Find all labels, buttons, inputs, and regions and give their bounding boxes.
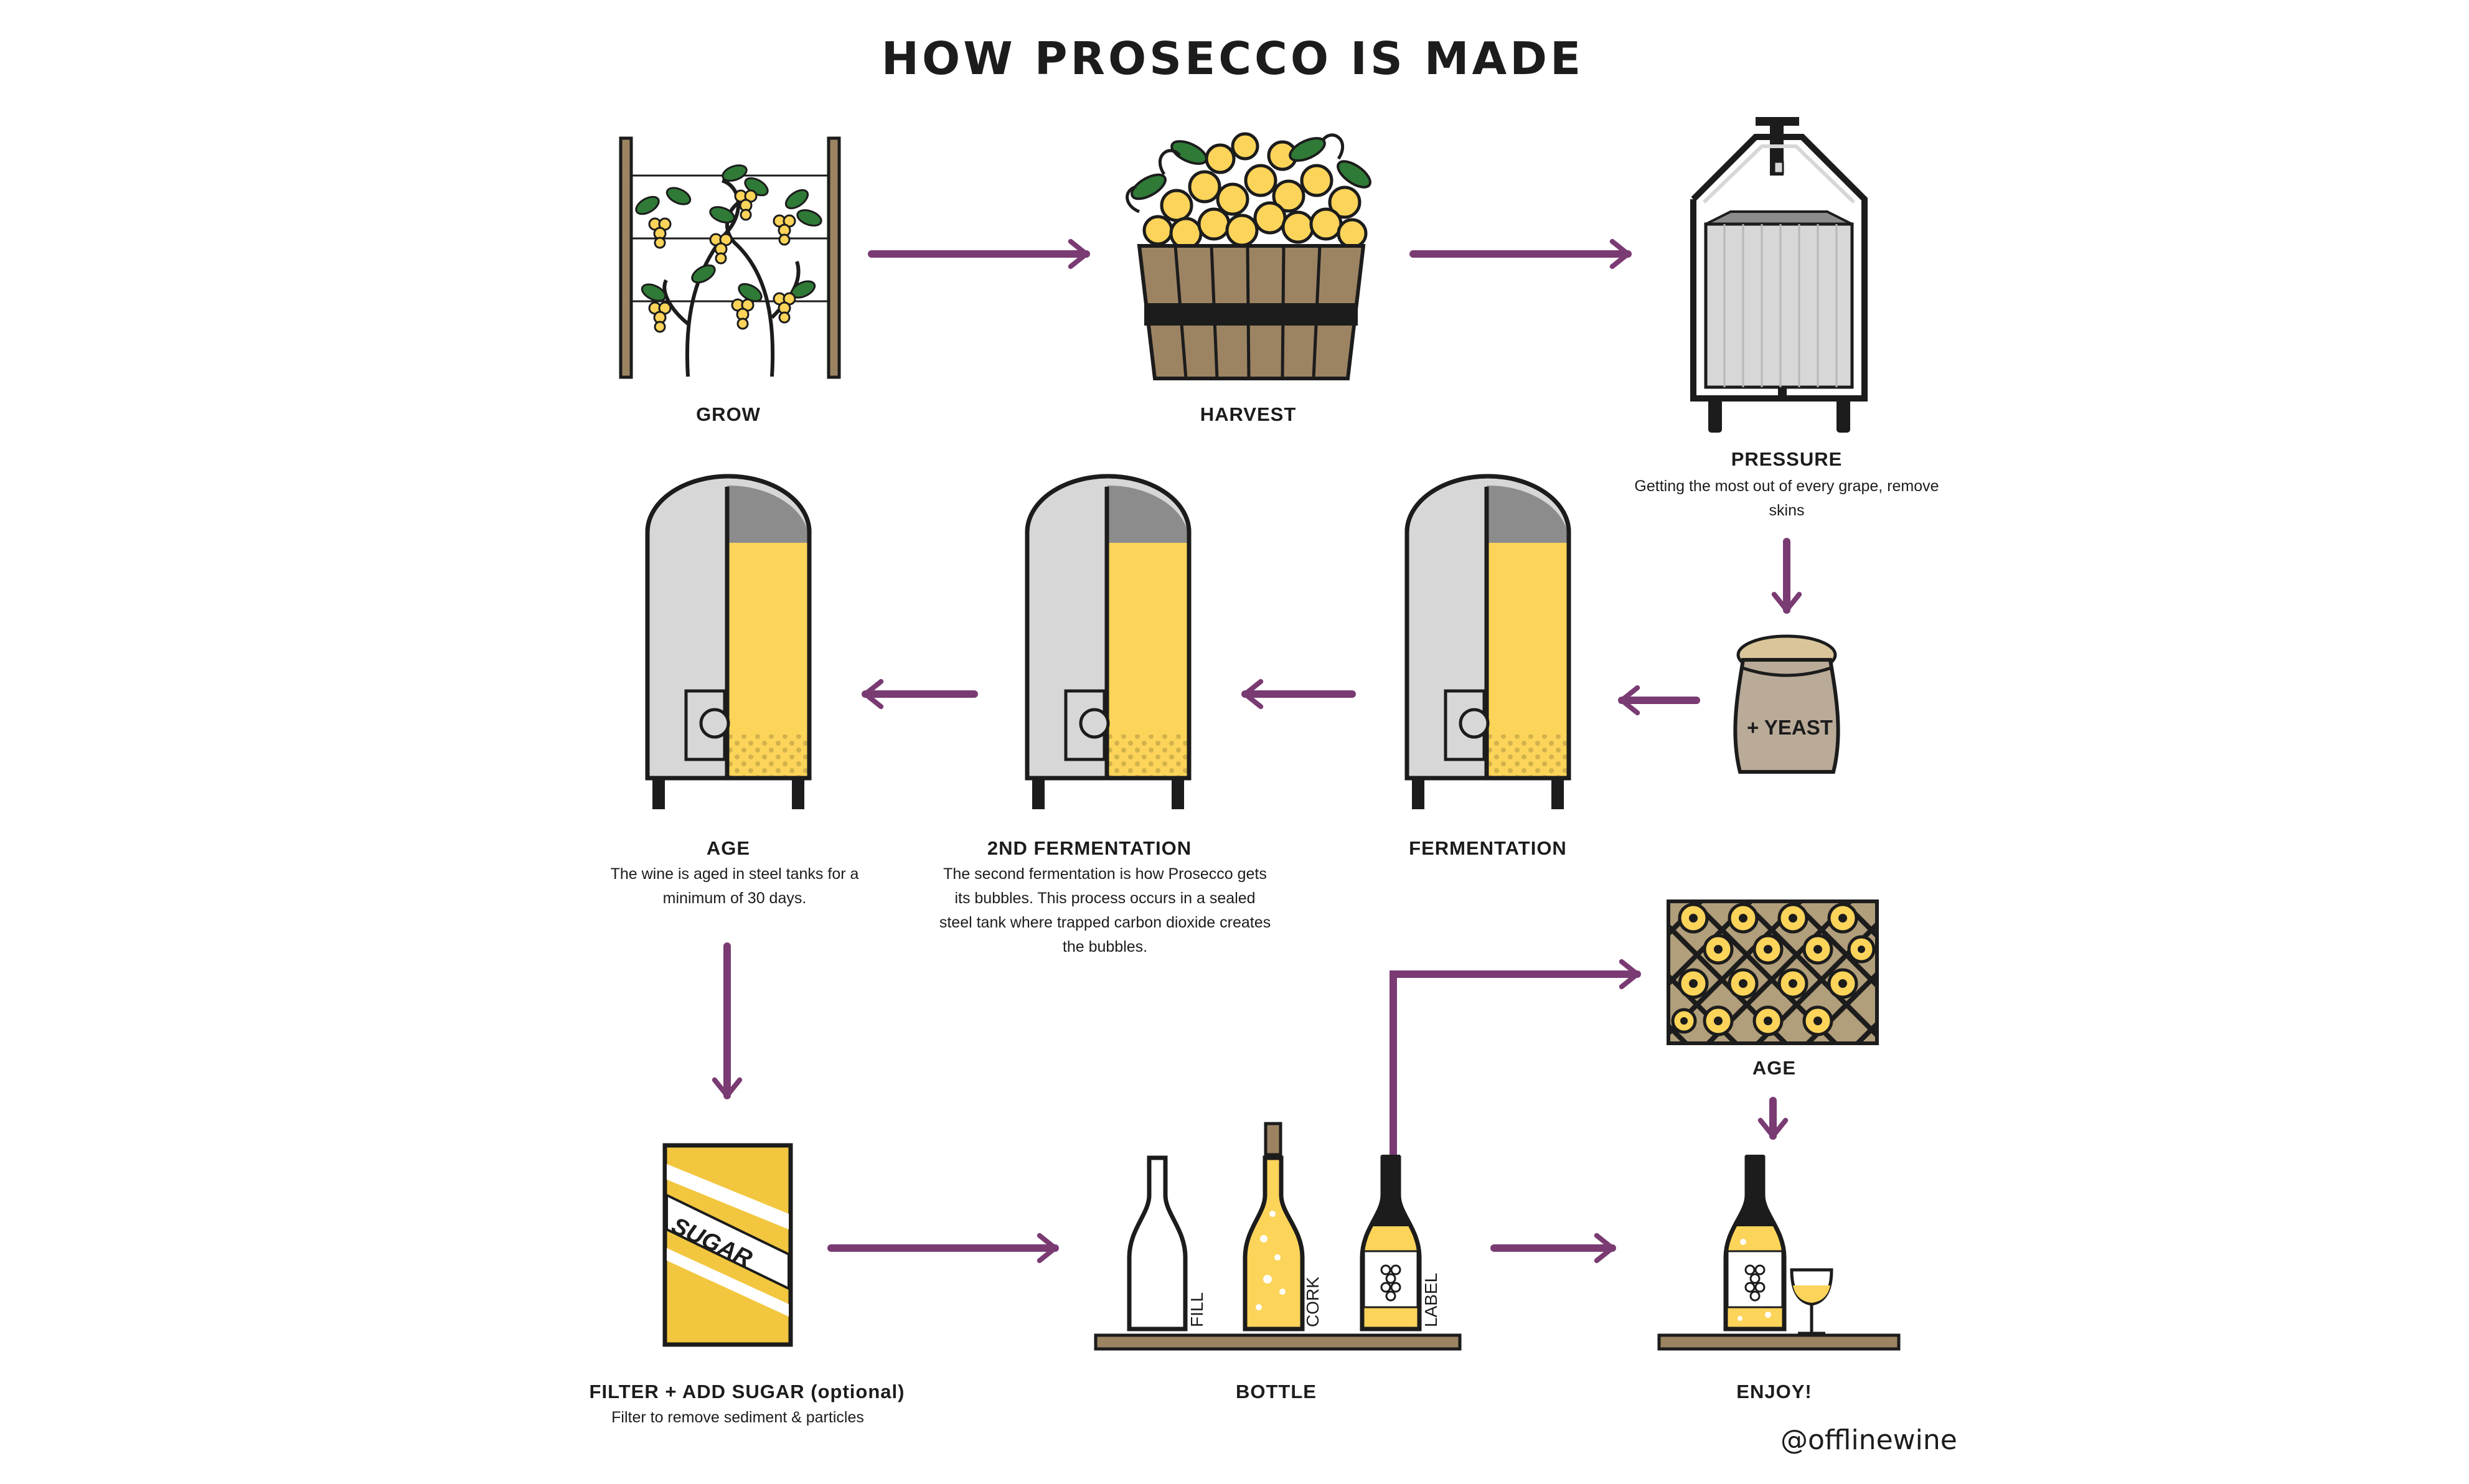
label-age-bottle: AGE xyxy=(1752,1057,1797,1079)
label-filter-sugar: FILTER + ADD SUGAR (optional) xyxy=(589,1381,905,1402)
harvest-basket-icon xyxy=(1126,132,1371,380)
label-fermentation: FERMENTATION xyxy=(1409,837,1567,859)
label-harvest: HARVEST xyxy=(1200,403,1297,425)
desc-age-tank: The wine is aged in steel tanks for a mi… xyxy=(610,865,859,907)
cork-icon xyxy=(1264,1122,1282,1157)
label-pressure: PRESSURE xyxy=(1731,448,1843,470)
substep-label: LABEL xyxy=(1421,1272,1441,1327)
page-title: HOW PROSECCO IS MADE xyxy=(881,32,1584,85)
sugar-bag-icon xyxy=(662,1143,793,1347)
grape-label-icon xyxy=(1380,1264,1401,1302)
label-enjoy: ENJOY! xyxy=(1736,1381,1812,1402)
yeast-bag-icon xyxy=(1733,634,1840,774)
bottling-line-icon xyxy=(1094,1122,1462,1351)
label-2nd-fermentation: 2ND FERMENTATION xyxy=(987,837,1192,859)
label-grow: GROW xyxy=(696,403,761,425)
substep-cork: CORK xyxy=(1303,1277,1322,1327)
label-age-tank: AGE xyxy=(706,837,751,859)
credit-handle: @offlinewine xyxy=(1780,1424,1957,1456)
filled-bottle-icon xyxy=(1243,1155,1305,1331)
bottle-rack-icon xyxy=(1667,899,1879,1045)
yeast-text: + YEAST xyxy=(1747,716,1833,739)
empty-bottle-icon xyxy=(1127,1155,1188,1331)
desc-filter: Filter to remove sediment & particles xyxy=(611,1409,864,1426)
second-fermentation-tank-icon xyxy=(1025,474,1192,809)
arrow-bottle-to-age xyxy=(1390,959,1641,1171)
aging-tank-icon xyxy=(645,474,812,809)
desc-pressure: Getting the most out of every grape, rem… xyxy=(1634,477,1939,519)
fermentation-tank-icon xyxy=(1404,474,1571,809)
substep-fill: FILL xyxy=(1187,1292,1206,1327)
desc-2nd-fermentation: The second fermentation is how Prosecco … xyxy=(939,865,1271,956)
wine-press-icon xyxy=(1690,117,1868,433)
enjoy-bottle-glass-icon xyxy=(1657,1155,1901,1351)
vineyard-icon xyxy=(619,136,841,379)
label-bottle: BOTTLE xyxy=(1236,1381,1317,1402)
